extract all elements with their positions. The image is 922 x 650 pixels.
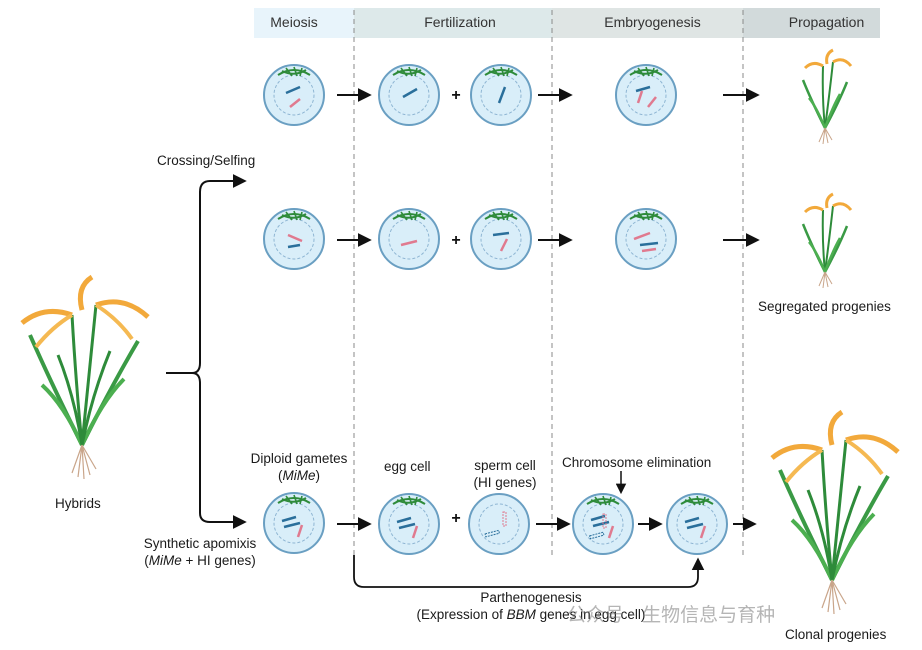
row3-elimination-cell [572, 493, 634, 555]
synthetic-apomixis-detail: (MiMe + HI genes) [144, 553, 256, 568]
stage-label-embryogenesis: Embryogenesis [604, 14, 701, 30]
watermark: 公众号 · 生物信息与育种 [567, 604, 776, 626]
synthetic-apomixis-mime: MiMe [148, 553, 182, 568]
mime-italic: MiMe [282, 468, 316, 483]
hybrids-label: Hybrids [55, 496, 101, 511]
synthetic-apomixis-line: Synthetic apomixis [143, 536, 257, 551]
row1-egg-cell [378, 64, 440, 126]
egg-cell-label: egg cell [384, 459, 431, 474]
synthetic-apomixis-label: Synthetic apomixis (MiMe + HI genes) [120, 535, 280, 569]
bbm-expression-line: (Expression of BBM genes in egg cell) [400, 606, 662, 623]
segregated-progenies-label: Segregated progenies [758, 299, 891, 314]
row1-embryo-cell [615, 64, 677, 126]
stage-label-propagation: Propagation [788, 14, 865, 30]
row2-egg-cell [378, 208, 440, 270]
parthenogenesis-line: Parthenogenesis [480, 590, 582, 605]
row3-clonal-plant [772, 412, 898, 614]
crossing-selfing-label: Crossing/Selfing [157, 153, 256, 168]
stage-bg-embryogenesis [552, 8, 743, 38]
row3-sperm-cell [468, 493, 530, 555]
synthetic-apomixis-rest: + HI genes) [181, 553, 256, 568]
row2-meiosis-cell [263, 208, 325, 270]
clonal-progenies-label: Clonal progenies [785, 627, 887, 642]
sperm-cell-line: sperm cell [474, 458, 536, 473]
row2-sperm-cell [470, 208, 532, 270]
stage-separators [353, 10, 744, 555]
hi-genes-line: (HI genes) [473, 475, 537, 490]
stage-bg-fertilization [354, 8, 552, 38]
stage-label-fertilization: Fertilization [424, 14, 496, 30]
row1-progeny-plant [801, 48, 853, 146]
hybrid-bracket [166, 174, 247, 374]
row3-meiosis-cell [263, 492, 325, 554]
sperm-cell-label: sperm cell (HI genes) [460, 457, 550, 491]
stage-bg-meiosis [254, 8, 354, 38]
diploid-gametes-mime: (MiMe) [278, 468, 320, 483]
row2-plus: + [451, 232, 460, 249]
parthenogenesis-path [353, 555, 705, 588]
bbm-gene: BBM [506, 607, 536, 622]
stage-bg-propagation [743, 8, 880, 38]
stage-label-meiosis: Meiosis [270, 14, 318, 30]
hybrid-plant [22, 277, 148, 479]
row2-embryo-cell [615, 208, 677, 270]
parthenogenesis-label: Parthenogenesis (Expression of BBM genes… [400, 589, 662, 623]
row3-plus: + [451, 510, 460, 527]
diploid-gametes-label: Diploid gametes (MiMe) [234, 450, 364, 484]
row2-progeny-plant [801, 192, 853, 290]
expression-suffix: genes in egg cell) [535, 607, 646, 622]
row3-embryo-cell [666, 493, 728, 555]
row3-egg-cell [378, 493, 440, 555]
hybrid-bracket-lower [191, 372, 247, 529]
row1-meiosis-cell [263, 64, 325, 126]
chromosome-elimination-label: Chromosome elimination [562, 455, 712, 470]
row1-plus: + [451, 87, 460, 104]
expression-prefix: (Expression of [416, 607, 507, 622]
row1-sperm-cell [470, 64, 532, 126]
diploid-gametes-line: Diploid gametes [250, 451, 348, 466]
